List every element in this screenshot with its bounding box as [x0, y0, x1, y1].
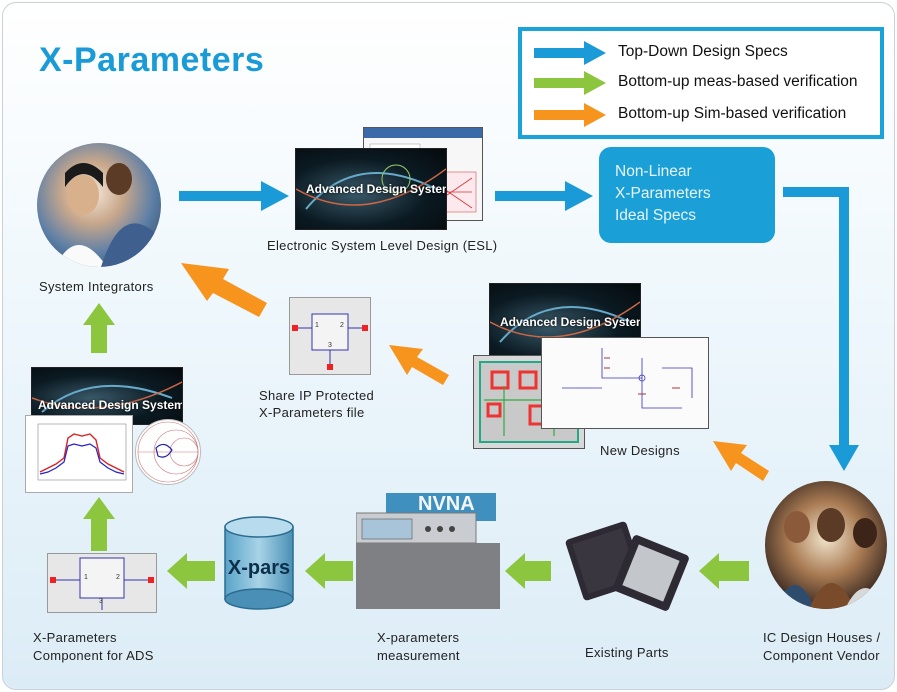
component-symbol-icon	[292, 313, 368, 370]
spec-box: Non-Linear X-Parameters Ideal Specs	[599, 147, 775, 243]
blue-arrow-icon	[534, 41, 606, 65]
xpars-database: X-pars	[223, 515, 295, 611]
smith-chart-icon	[137, 421, 199, 483]
system-integrators-photo	[37, 143, 161, 267]
legend-label: Bottom-up meas-based verification	[618, 73, 858, 90]
legend: Top-Down Design Specs Bottom-up meas-bas…	[518, 27, 884, 139]
share-ip-component: 1 2 3	[289, 297, 371, 375]
page-title: X-Parameters	[39, 41, 265, 79]
ads-swirl-icon	[490, 301, 640, 343]
pin-2-label: 2	[340, 322, 344, 329]
ads-swirl-icon	[296, 164, 446, 210]
green-arrow-nvna-to-xpars	[305, 553, 353, 589]
green-arrow-sim-up	[83, 303, 115, 353]
pin-3-label: 3	[99, 598, 103, 605]
label-system-integrators: System Integrators	[39, 279, 154, 294]
label-xparams-component-2: Component for ADS	[33, 648, 154, 663]
green-arrow-ic-to-existing	[699, 553, 749, 589]
component-symbol-icon	[50, 557, 154, 610]
legend-item-meas: Bottom-up meas-based verification	[532, 69, 872, 97]
label-xparams-measurement-2: measurement	[377, 648, 460, 663]
label-share-ip-2: X-Parameters file	[259, 405, 365, 420]
label-ic-design-2: Component Vendor	[763, 648, 880, 663]
spec-line: Ideal Specs	[615, 207, 696, 224]
ads-logo-esl: Advanced Design System	[295, 148, 447, 230]
spectrum-icon	[37, 423, 127, 481]
xpars-label: X-pars	[227, 557, 291, 579]
label-xparams-measurement-1: X-parameters	[377, 630, 460, 645]
circuit-schematic-icon	[562, 348, 693, 409]
green-arrow-icon	[534, 71, 606, 95]
legend-label: Bottom-up Sim-based verification	[618, 105, 847, 122]
ic-chips-icon	[565, 521, 689, 611]
pin-3-label: 3	[328, 342, 332, 349]
ads-logo-text: Advanced Design System	[500, 315, 641, 329]
legend-item-top-down: Top-Down Design Specs	[532, 39, 872, 67]
legend-label: Top-Down Design Specs	[618, 43, 788, 60]
flow-arrows	[83, 181, 859, 589]
xparams-component: 1 2 3	[47, 553, 157, 613]
ads-logo-text: Advanced Design System	[306, 182, 447, 196]
smith-chart	[135, 419, 201, 485]
label-share-ip-1: Share IP Protected	[259, 388, 375, 403]
instrument-icon	[356, 493, 500, 609]
ads-logo-text: Advanced Design System	[38, 398, 183, 412]
orange-arrow-share-to-integrators	[181, 263, 267, 317]
green-arrow-existing-to-nvna	[505, 553, 551, 589]
label-new-designs: New Designs	[600, 443, 680, 458]
pin-1-label: 1	[84, 574, 88, 581]
orange-arrow-newdesigns-to-share	[389, 345, 449, 385]
label-ic-design-1: IC Design Houses /	[763, 630, 881, 645]
pin-2-label: 2	[116, 574, 120, 581]
blue-arrow-esl-to-spec	[495, 181, 593, 211]
schematic-screenshot	[541, 337, 709, 429]
spectrum-plot	[25, 415, 133, 493]
orange-arrow-ic-to-newdesigns	[713, 441, 769, 481]
database-cylinder-icon	[224, 516, 294, 610]
label-existing-parts: Existing Parts	[585, 645, 669, 660]
green-arrow-xpars-to-component	[167, 553, 215, 589]
label-xparams-component-1: X-Parameters	[33, 630, 117, 645]
spec-line: X-Parameters	[615, 185, 711, 202]
ads-swirl-icon	[32, 381, 182, 413]
nvna-instrument: NVNA	[356, 491, 500, 609]
pin-1-label: 1	[315, 322, 319, 329]
people-icon	[55, 163, 161, 267]
green-arrow-component-up	[83, 497, 115, 551]
legend-item-sim: Bottom-up Sim-based verification	[532, 101, 872, 129]
nvna-label: NVNA	[418, 493, 475, 515]
blue-arrow-spec-to-ic	[783, 187, 859, 471]
blue-arrow-integrators-to-esl	[179, 181, 289, 211]
label-esl: Electronic System Level Design (ESL)	[267, 238, 498, 253]
people-icon	[775, 508, 887, 609]
ic-design-houses-photo	[765, 481, 887, 609]
orange-arrow-icon	[534, 103, 606, 127]
spec-line: Non-Linear	[615, 163, 692, 180]
